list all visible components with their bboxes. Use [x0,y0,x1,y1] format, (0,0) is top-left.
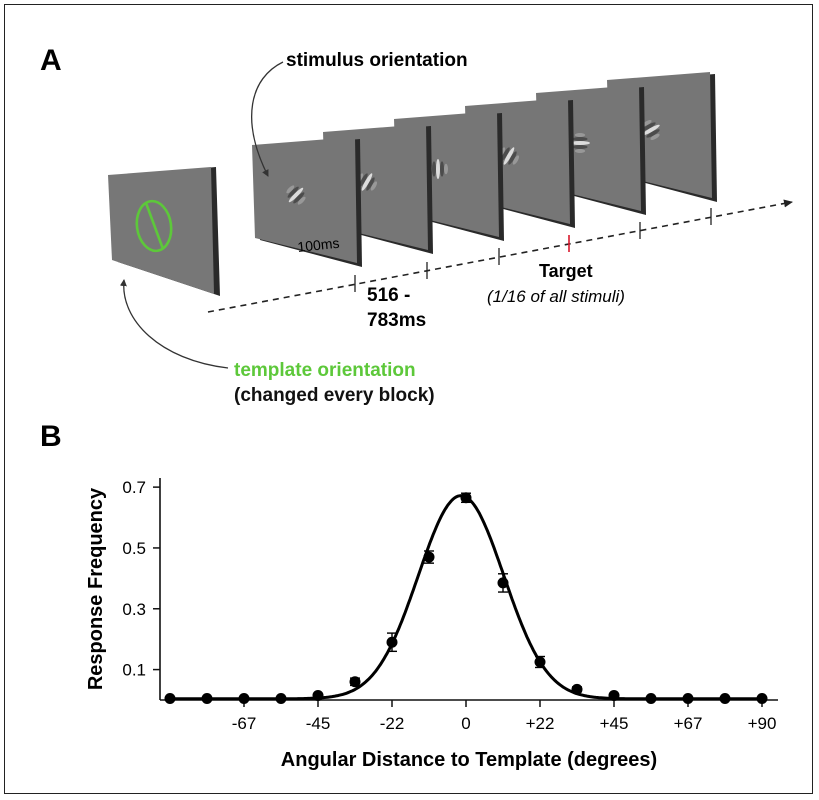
data-point [756,692,768,704]
y-tick-label: 0.7 [122,478,146,497]
stimulus-screens [252,72,717,267]
stimulus-pointer-arrow [251,61,284,177]
x-tick-label: +67 [674,714,703,733]
template-circle [135,199,173,253]
data-point [312,689,324,701]
point-marker [349,676,361,688]
point-marker [201,692,213,704]
template-pointer-arrow [119,279,229,369]
x-tick-label: +22 [526,714,555,733]
gaussian-fit-curve [170,494,762,701]
point-marker [534,656,546,668]
data-point [719,692,731,704]
panel-b-label: B [40,420,62,453]
stimulus-orientation-label: stimulus orientation [286,50,468,71]
data-point [460,492,472,504]
point-marker [386,636,398,648]
point-marker [238,692,250,704]
point-marker [571,683,583,695]
response-chart: 0.1 0.3 0.5 0.7 -67 -45 -22 0 +22 +45 +67 +90 Angu… [85,478,778,771]
x-tick-label: -22 [380,714,405,733]
x-tick-label: +90 [748,714,777,733]
point-marker [460,492,472,504]
point-marker [312,689,324,701]
data-point [386,632,398,653]
data-point [423,550,435,564]
template-orientation-label: template orientation [234,360,416,381]
data-point [645,692,657,704]
point-marker [719,692,731,704]
x-tick-label: -67 [232,714,257,733]
template-note: (changed every block) [234,385,435,406]
target-label: Target [539,261,593,281]
stimulus-screen-1 [252,137,362,267]
timeline-arrow [207,199,793,313]
x-axis-label: Angular Distance to Template (degrees) [281,749,657,771]
data-point [164,692,176,704]
point-marker [497,577,509,589]
point-marker [164,692,176,704]
data-point [349,676,361,688]
point-marker [682,692,694,704]
gabor-patch-5 [570,133,590,153]
y-tick-label: 0.5 [122,539,146,558]
point-marker [275,692,287,704]
gabor-patch-6 [642,119,660,141]
data-point [238,692,250,704]
data-point [497,573,509,593]
data-point [682,692,694,704]
y-tick-label: 0.3 [122,600,146,619]
point-marker [756,692,768,704]
y-tick-label: 0.1 [122,661,146,680]
data-point [275,692,287,704]
y-ticks: 0.1 0.3 0.5 0.7 [122,478,160,680]
gabor-patch-1 [286,185,306,205]
data-points [164,492,768,704]
y-axis-label: Response Frequency [85,487,107,690]
template-screen [108,167,220,296]
x-tick-label: 0 [461,714,470,733]
point-marker [423,551,435,563]
panel-a-label: A [40,44,62,77]
duration-label: 100ms [297,235,340,255]
data-point [201,692,213,704]
point-marker [645,692,657,704]
x-tick-label: +45 [600,714,629,733]
x-tick-label: -45 [306,714,331,733]
data-point [534,655,546,669]
isi-label-line1: 516 - [367,285,410,306]
point-marker [608,689,620,701]
data-point [571,683,583,695]
target-note: (1/16 of all stimuli) [487,287,625,306]
template-orientation-bar [144,202,165,250]
data-point [608,689,620,701]
isi-label-line2: 783ms [367,310,426,331]
timeline-ticks [354,208,712,292]
x-ticks: -67 -45 -22 0 +22 +45 +67 +90 [232,700,777,733]
